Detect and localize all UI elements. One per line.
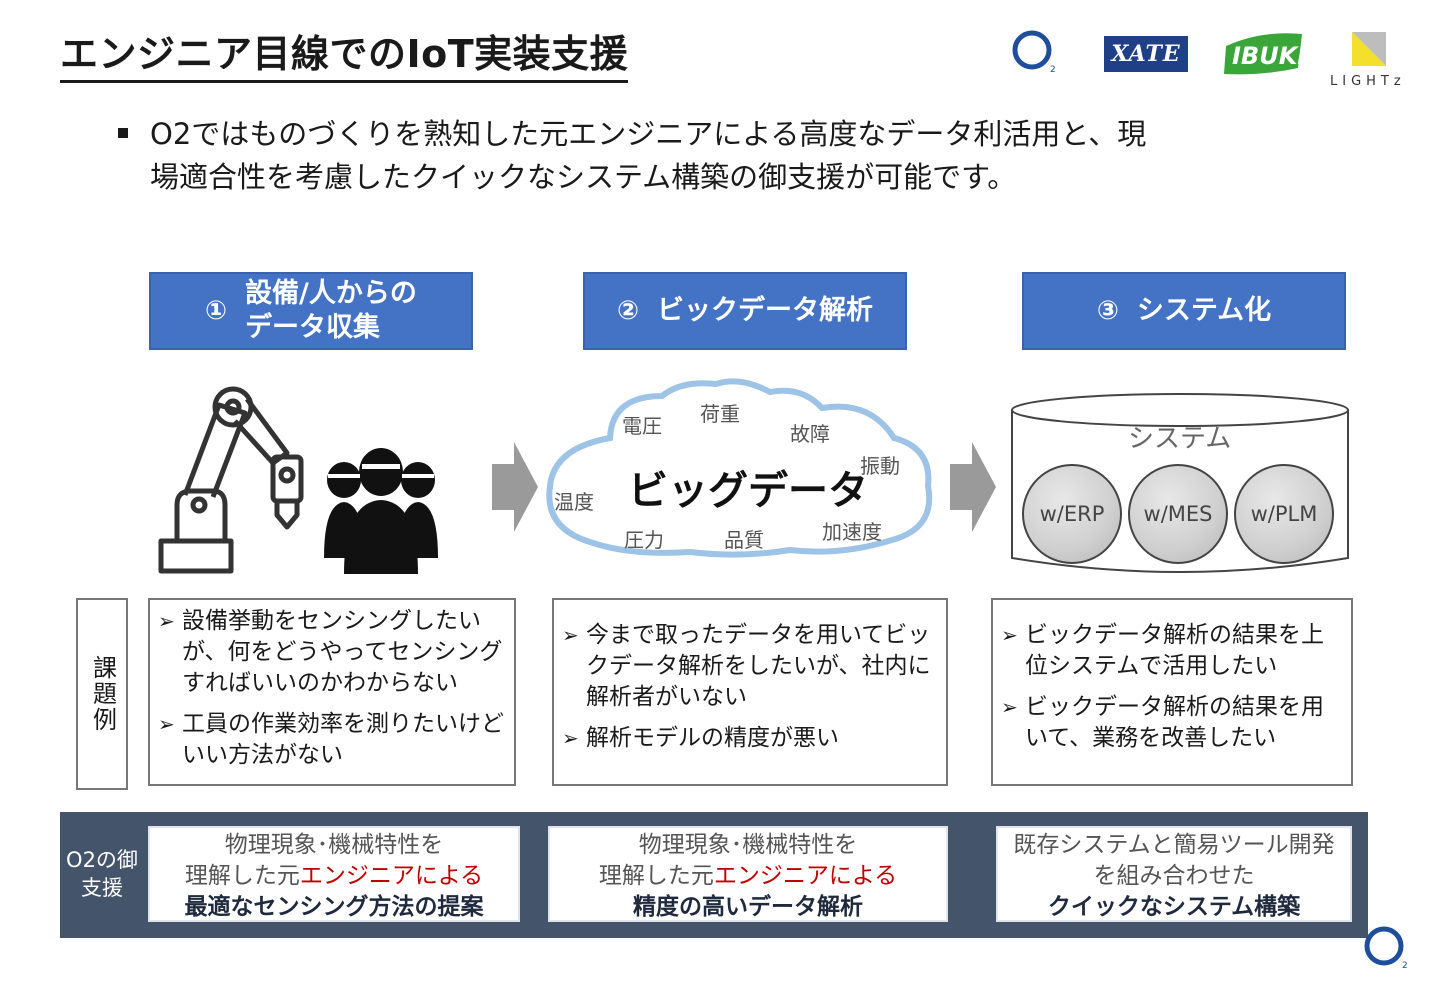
issue-item-text: 解析モデルの精度が悪い [586,725,839,751]
support-line-3: 精度の高いデータ解析 [550,892,946,923]
support-line-2-plain: を組み合わせた [1094,863,1255,889]
svg-text:2: 2 [1402,961,1408,970]
issue-box-1: ➢設備挙動をセンシングしたいが、何をどうやってセンシングすればいいのかわからない… [148,598,516,786]
triangle-bullet-icon: ➢ [562,723,582,754]
triangle-bullet-icon: ➢ [158,709,178,740]
issue-item: ➢解析モデルの精度が悪い [562,723,936,754]
support-line-2: 理解した元エンジニアによる [150,861,518,892]
triangle-bullet-icon: ➢ [158,606,178,637]
issue-box-3: ➢ビックデータ解析の結果を上位システムで活用したい ➢ビックデータ解析の結果を用… [991,598,1353,786]
issue-box-2: ➢今まで取ったデータを用いてビックデータ解析をしたいが、社内に解析者がいない ➢… [552,598,948,786]
step-1-number: ① [205,294,227,328]
cloud-word-quality: 品質 [724,524,764,553]
step-2-header: ② ビックデータ解析 [583,272,907,350]
erp-circle: w/ERP [1022,464,1122,564]
support-line-1: 物理現象･機械特性を [150,830,518,861]
plm-circle: w/PLM [1234,464,1334,564]
support-line-3: 最適なセンシング方法の提案 [150,892,518,923]
cloud-word-load: 荷重 [700,398,740,427]
issue-item-text: ビックデータ解析の結果を用いて、業務を改善したい [1025,694,1324,751]
lights-logo-text: LIGHTz [1330,74,1420,89]
cloud-word-pressure: 圧力 [624,524,664,553]
arrow-right-icon [492,442,538,532]
step-3-header: ③ システム化 [1022,272,1346,350]
mes-circle: w/MES [1128,464,1228,564]
arrow-right-icon [950,442,996,532]
step-3-label: システム化 [1137,294,1271,328]
support-line-3: クイックなシステム構築 [998,892,1350,923]
step-1-header: ① 設備/人からの データ収集 [149,272,473,350]
people-group-icon [322,440,440,575]
cloud-word-voltage: 電圧 [622,410,662,439]
robot-arm-icon [155,385,315,577]
step-2-label: ビックデータ解析 [657,294,873,328]
support-line-2-plain: 理解した元 [599,863,714,889]
issue-item-text: 今まで取ったデータを用いてビックデータ解析をしたいが、社内に解析者がいない [586,622,931,710]
support-line-2-highlight: エンジニアによる [714,863,897,889]
cloud-word-failure: 故障 [790,418,830,447]
support-box-2: 物理現象･機械特性を 理解した元エンジニアによる 精度の高いデータ解析 [548,826,948,922]
cloud-main-label: ビッグデータ [628,458,868,516]
issue-item: ➢ビックデータ解析の結果を上位システムで活用したい [1001,620,1341,682]
ibuki-logo-text: IBUKI [1232,42,1306,70]
support-line-1: 既存システムと簡易ツール開発 [998,830,1350,861]
page-title: エンジニア目線でのIoT実装支援 [60,30,628,83]
support-line-2-highlight: エンジニアによる [300,863,483,889]
support-label: O2の御支援 [60,846,144,902]
bullet-marker [118,128,128,138]
cloud-word-acceleration: 加速度 [822,516,882,545]
step-1-label: 設備/人からの データ収集 [245,277,417,345]
support-line-2-plain: 理解した元 [185,863,300,889]
issue-item: ➢工員の作業効率を測りたいけどいい方法がない [158,709,504,771]
support-box-1: 物理現象･機械特性を 理解した元エンジニアによる 最適なセンシング方法の提案 [148,826,520,922]
support-line-2: 理解した元エンジニアによる [550,861,946,892]
lights-logo: LIGHTz [1330,30,1420,94]
issue-item: ➢ビックデータ解析の結果を用いて、業務を改善したい [1001,692,1341,754]
ibuki-logo: IBUKI [1222,28,1306,78]
intro-line-1: O2ではものづくりを熟知した元エンジニアによる高度なデータ利活用と、現 [150,114,1146,154]
step-1-label-line2: データ収集 [245,311,417,345]
system-title: システム [1128,418,1231,455]
step-1-label-line1: 設備/人からの [245,277,417,311]
issue-item-text: ビックデータ解析の結果を上位システムで活用したい [1025,622,1324,679]
cloud-word-temperature: 温度 [554,486,594,515]
xate-logo: XATE [1104,36,1188,72]
svg-text:2: 2 [1050,65,1056,74]
triangle-bullet-icon: ➢ [562,620,582,651]
issue-item-text: 設備挙動をセンシングしたいが、何をどうやってセンシングすればいいのかわからない [182,608,502,696]
step-3-number: ③ [1097,294,1119,328]
issue-example-label: 課題例 [76,598,128,790]
support-line-1: 物理現象･機械特性を [550,830,946,861]
step-2-number: ② [617,294,639,328]
support-box-3: 既存システムと簡易ツール開発 を組み合わせた クイックなシステム構築 [996,826,1352,922]
triangle-bullet-icon: ➢ [1001,620,1021,651]
o2-logo: 2 [1364,926,1408,970]
issue-item-text: 工員の作業効率を測りたいけどいい方法がない [182,711,504,768]
intro-line-2: 場適合性を考慮したクイックなシステム構築の御支援が可能です。 [150,157,1016,197]
support-line-2: を組み合わせた [998,861,1350,892]
issue-item: ➢今まで取ったデータを用いてビックデータ解析をしたいが、社内に解析者がいない [562,620,936,713]
triangle-bullet-icon: ➢ [1001,692,1021,723]
o2-logo: 2 [1012,30,1056,74]
issue-item: ➢設備挙動をセンシングしたいが、何をどうやってセンシングすればいいのかわからない [158,606,504,699]
